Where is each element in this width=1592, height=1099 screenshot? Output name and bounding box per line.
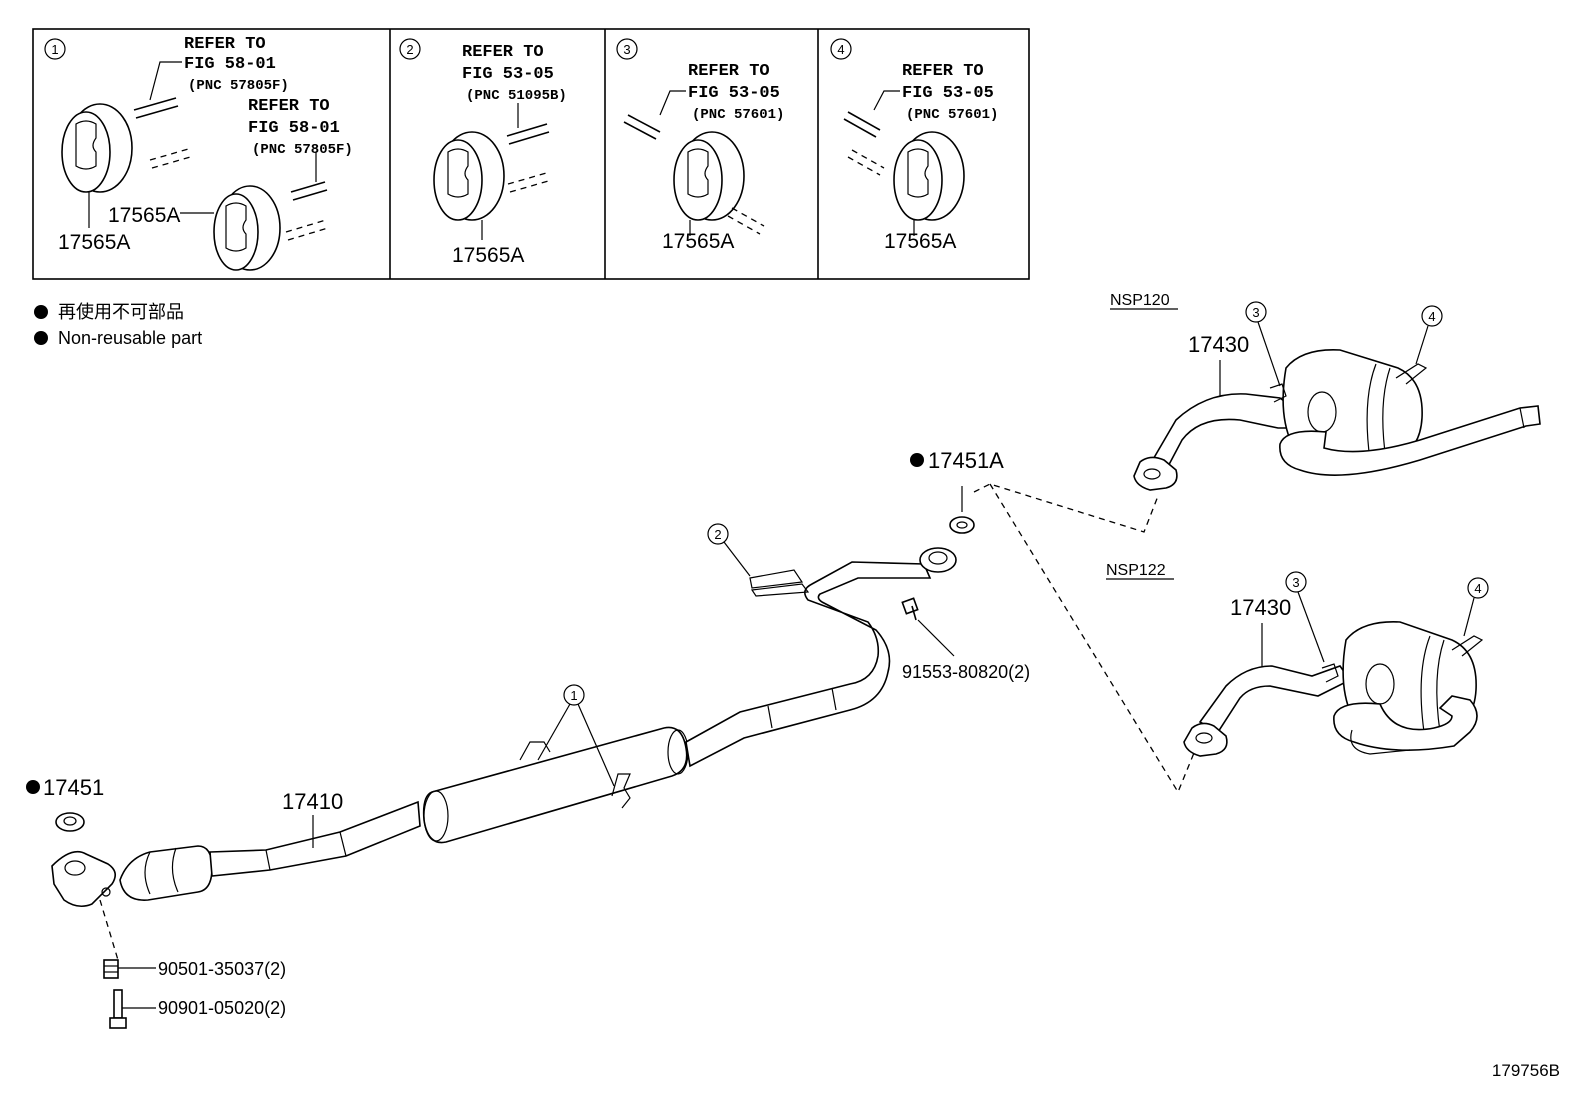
inset-panel — [32, 28, 1030, 280]
refer-to-label: REFER TO — [902, 62, 984, 81]
rubber-hanger-icon — [61, 103, 133, 193]
part-number-90901-05020: 90901-05020(2) — [158, 998, 286, 1018]
part-number-17451: 17451 — [43, 775, 104, 800]
figure-id: 179756B — [1491, 1061, 1560, 1080]
callout-3: 3 — [1245, 301, 1281, 387]
inset-box-3: 3 REFER TO FIG 53-05 (PNC 57601) 17565A — [616, 38, 784, 253]
callout-3: 3 — [1285, 571, 1325, 663]
non-reusable-marker — [910, 453, 924, 467]
rubber-hanger-icon — [433, 131, 505, 221]
fig-ref-label: FIG 58-01 — [184, 55, 276, 74]
gasket-17451 — [55, 812, 85, 832]
variant-label-nsp120: NSP120 — [1110, 292, 1170, 309]
fig-ref-label: FIG 53-05 — [688, 84, 780, 103]
svg-text:4: 4 — [1474, 581, 1481, 596]
connection-line-nsp120 — [973, 483, 1159, 533]
inset-box-1: 1 REFER TO FIG 58-01 (PNC 57805F) REFER … — [44, 35, 353, 271]
part-number-17565a: 17565A — [108, 204, 180, 227]
callout-2: 2 — [707, 523, 751, 577]
install-line — [99, 899, 119, 961]
inset-box-2: 2 REFER TO FIG 53-05 (PNC 51095B) 17565A — [399, 38, 567, 267]
connection-line-nsp122 — [989, 483, 1197, 794]
callout-4: 4 — [1415, 305, 1443, 365]
refer-to-label: REFER TO — [688, 62, 770, 81]
part-number-17565a: 17565A — [662, 230, 734, 253]
part-number-17430: 17430 — [1188, 332, 1249, 357]
part-number-90501-35037: 90501-35037(2) — [158, 959, 286, 979]
exhaust-pipe-assembly-17410 — [51, 547, 957, 908]
fig-ref-label: FIG 53-05 — [462, 65, 554, 84]
svg-text:1: 1 — [570, 688, 577, 703]
callout-number: 3 — [623, 42, 630, 57]
callout-number: 4 — [837, 42, 844, 57]
bolt-91553-80820 — [901, 597, 955, 657]
refer-to-label: REFER TO — [248, 97, 330, 116]
svg-text:3: 3 — [1252, 305, 1259, 320]
non-reusable-dot-icon — [34, 331, 48, 345]
rubber-hanger-icon — [893, 131, 965, 221]
tail-pipe-muffler-nsp122 — [1183, 621, 1484, 757]
part-number-17565a: 17565A — [452, 244, 524, 267]
non-reusable-marker — [26, 780, 40, 794]
legend-row-japanese: 再使用不可部品 — [34, 301, 184, 323]
gasket-17451a — [949, 516, 975, 534]
fig-ref-label: FIG 58-01 — [248, 119, 340, 138]
pnc-label: (PNC 57805F) — [252, 142, 353, 158]
bolt-90901-05020 — [109, 989, 156, 1029]
pnc-label: (PNC 57601) — [906, 107, 998, 123]
part-number-17565a: 17565A — [58, 231, 130, 254]
refer-to-label: REFER TO — [184, 35, 266, 54]
part-number-91553-80820: 91553-80820(2) — [902, 662, 1030, 682]
part-number-17430: 17430 — [1230, 595, 1291, 620]
nut-90501-35037 — [103, 959, 156, 979]
callout-number: 2 — [406, 42, 413, 57]
svg-text:4: 4 — [1428, 309, 1435, 324]
pnc-label: (PNC 51095B) — [466, 88, 567, 104]
fig-ref-label: FIG 53-05 — [902, 84, 994, 103]
variant-label-nsp122: NSP122 — [1106, 562, 1166, 579]
refer-to-label: REFER TO — [462, 43, 544, 62]
tail-pipe-muffler-nsp120 — [1133, 349, 1541, 491]
part-number-17565a: 17565A — [884, 230, 956, 253]
legend-text-japanese: 再使用不可部品 — [58, 302, 184, 322]
part-number-17451a: 17451A — [928, 448, 1004, 473]
hanger-rod — [133, 97, 329, 241]
part-number-17410: 17410 — [282, 789, 343, 814]
pnc-label: (PNC 57805F) — [188, 78, 289, 94]
svg-text:2: 2 — [714, 527, 721, 542]
legend-row-english: Non-reusable part — [34, 327, 202, 349]
callout-4: 4 — [1463, 577, 1489, 637]
rubber-hanger-icon — [673, 131, 745, 221]
rubber-hanger-icon — [213, 185, 281, 271]
legend-text-english: Non-reusable part — [58, 328, 203, 348]
callout-1: 1 — [537, 684, 615, 787]
inset-box-4: 4 REFER TO FIG 53-05 (PNC 57601) 17565A — [830, 38, 998, 253]
pnc-label: (PNC 57601) — [692, 107, 784, 123]
svg-text:3: 3 — [1292, 575, 1299, 590]
non-reusable-dot-icon — [34, 305, 48, 319]
callout-number: 1 — [51, 42, 58, 57]
